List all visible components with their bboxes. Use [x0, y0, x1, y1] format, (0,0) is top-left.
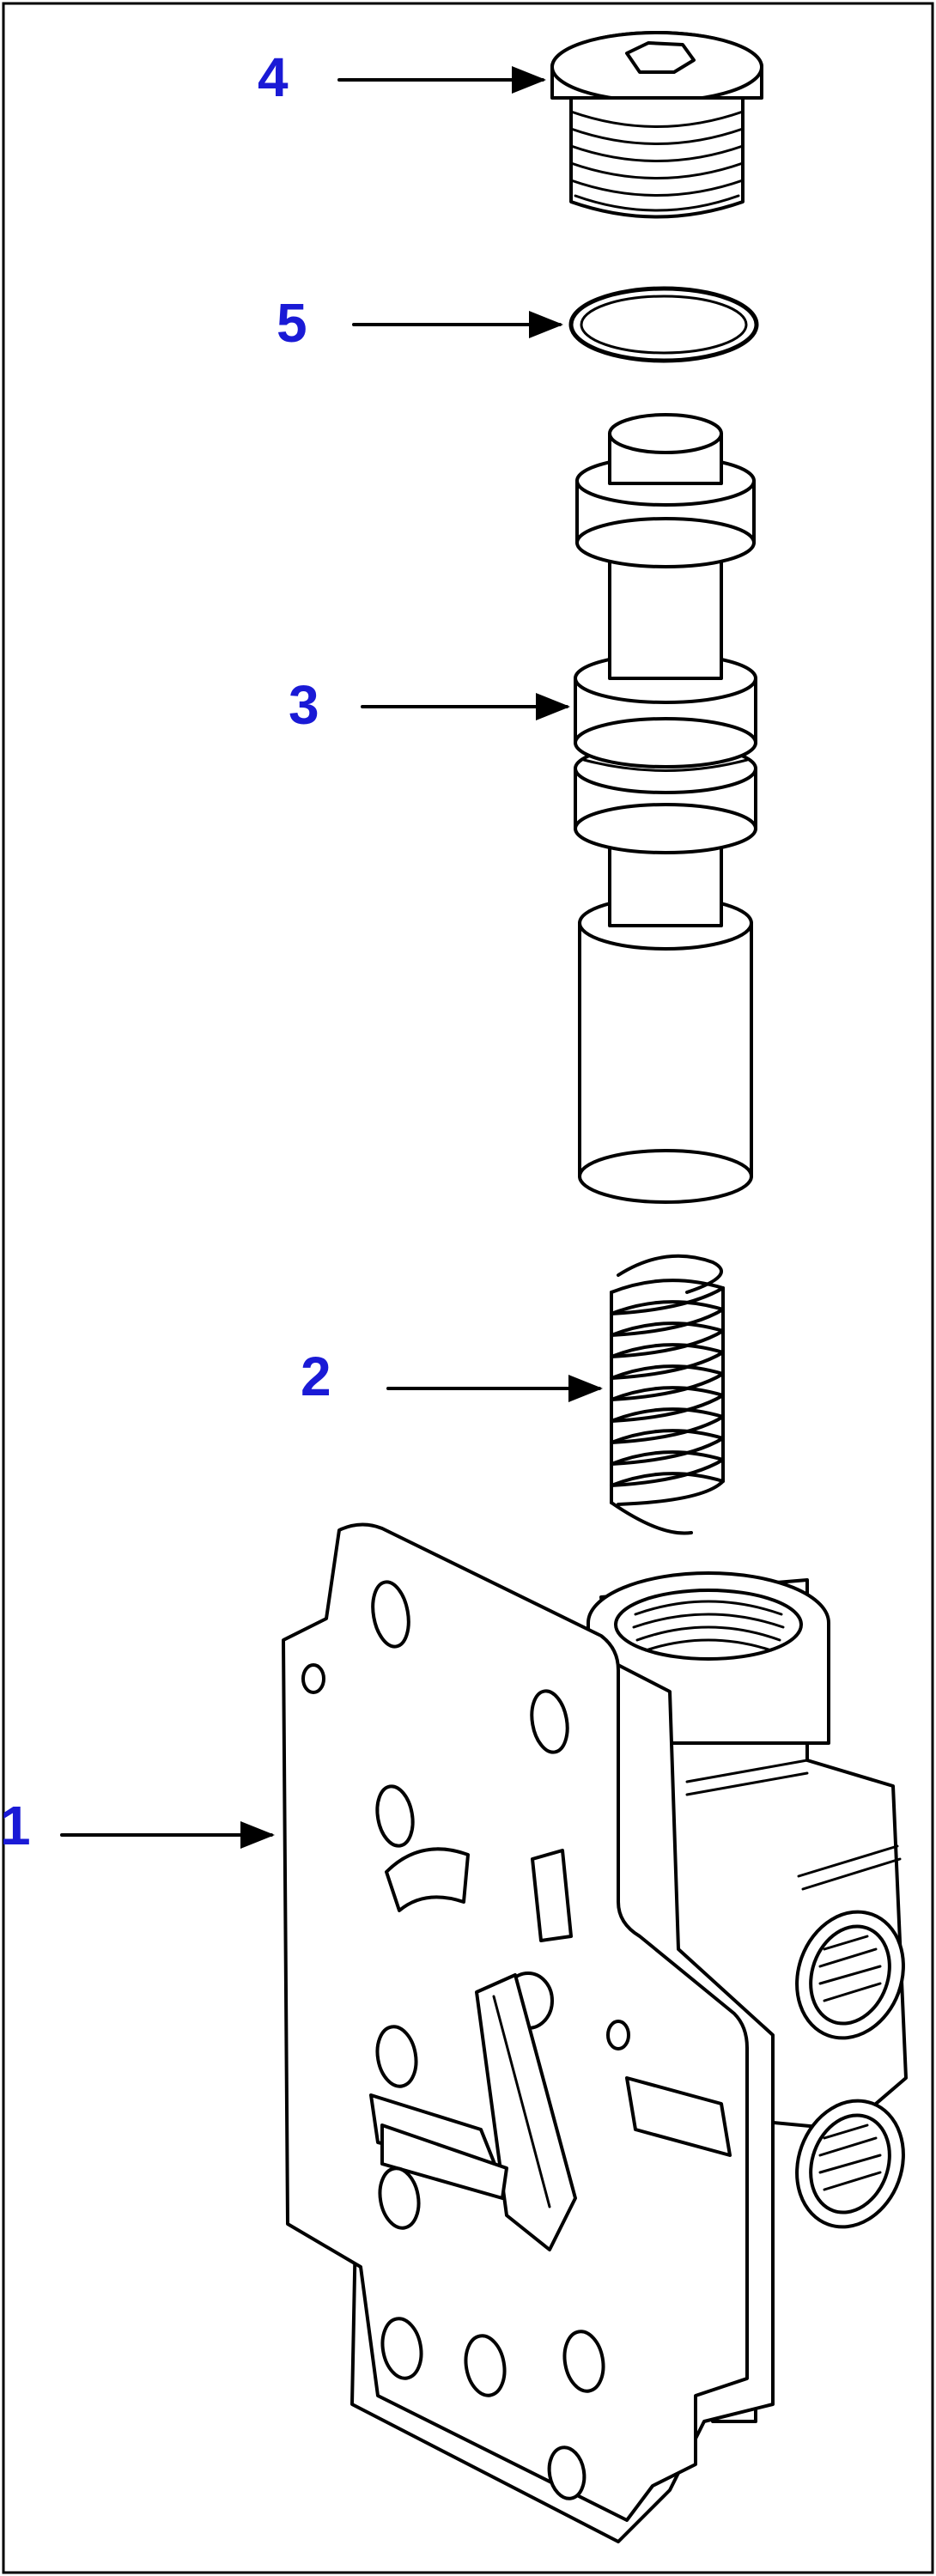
callout-1: 1	[0, 1795, 31, 1856]
callout-4: 4	[258, 46, 289, 108]
callout-3: 3	[289, 674, 319, 736]
valve-body-icon	[282, 1522, 908, 2543]
spool-icon	[574, 413, 757, 1204]
callout-5: 5	[277, 292, 307, 354]
spring-icon	[610, 1254, 725, 1535]
callout-2: 2	[301, 1346, 331, 1407]
plug-icon	[550, 31, 763, 219]
o-ring-icon	[568, 286, 759, 363]
